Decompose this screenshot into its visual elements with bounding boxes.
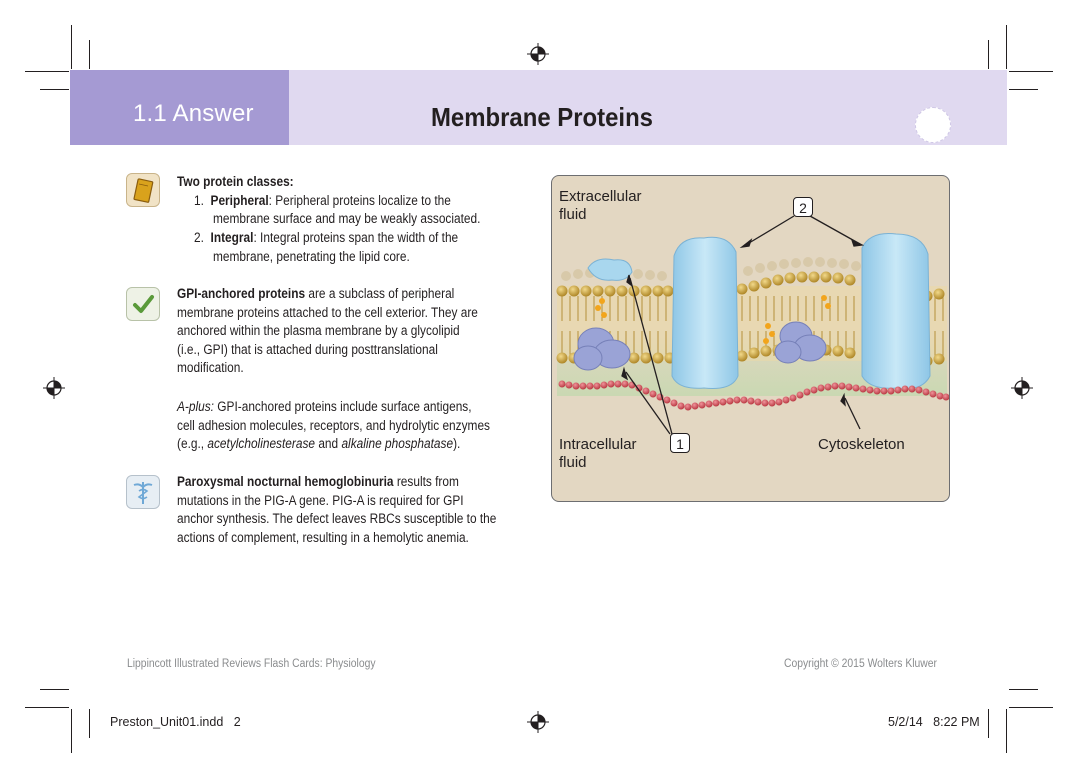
aplus-line: (e.g., acetylcholinesterase and alkaline… <box>177 435 490 454</box>
registration-mark-icon <box>1011 377 1033 399</box>
label-line: Extracellular <box>559 188 642 205</box>
checkmark-icon <box>126 287 160 321</box>
item-number: 2. <box>194 230 204 245</box>
crop-mark <box>988 40 989 69</box>
gpi-line: anchored within the plasma membrane by a… <box>177 323 460 339</box>
aplus-line: cell adhesion molecules, receptors, and … <box>177 417 491 433</box>
pnh-term: Paroxysmal nocturnal hemoglobinuria <box>177 474 394 489</box>
footer-source: Lippincott Illustrated Reviews Flash Car… <box>127 658 376 670</box>
item-text: : Peripheral proteins localize to the <box>268 193 451 208</box>
page-title: Membrane Proteins <box>431 102 653 132</box>
crop-mark <box>1009 71 1053 72</box>
gpi-line: (i.e., GPI) that is attached during post… <box>177 341 438 357</box>
gpi-line: modification. <box>177 360 244 376</box>
caduceus-icon <box>126 475 160 509</box>
gpi-text: are a subclass of peripheral <box>305 286 455 301</box>
membrane-illustration <box>556 215 949 435</box>
crop-mark <box>988 709 989 738</box>
aplus-label: A-plus: <box>177 399 214 414</box>
intracellular-label: Intracellular fluid <box>559 436 637 472</box>
crop-mark <box>1009 89 1038 90</box>
class-item-peripheral-cont: membrane surface and may be weakly assoc… <box>213 211 481 226</box>
pnh-line: actions of complement, resulting in a he… <box>177 529 469 545</box>
pnh-line: mutations in the PIG-A gene. PIG-A is re… <box>177 492 464 508</box>
card-punch-hole <box>915 107 951 143</box>
registration-mark-icon <box>527 711 549 733</box>
header-section-band <box>70 70 289 145</box>
crop-mark <box>1009 707 1053 708</box>
crop-mark <box>1009 689 1038 690</box>
slug-filename: Preston_Unit01.indd 2 <box>110 715 241 729</box>
cytoskeleton-label: Cytoskeleton <box>818 436 905 453</box>
aplus-text: GPI-anchored proteins include surface an… <box>213 399 472 414</box>
crop-mark <box>40 689 69 690</box>
enzyme-name: acetylcholinesterase <box>207 436 316 452</box>
aplus-line: A-plus: GPI-anchored proteins include su… <box>177 398 490 417</box>
item-term: Peripheral <box>210 193 269 208</box>
pnh-line: anchor synthesis. The defect leaves RBCs… <box>177 511 497 527</box>
gpi-paragraph: GPI-anchored proteins are a subclass of … <box>177 285 478 378</box>
item-number: 1. <box>194 193 204 208</box>
footer-copyright: Copyright © 2015 Wolters Kluwer <box>784 658 937 670</box>
membrane-figure: Extracellular fluid Intracellular fluid … <box>551 175 950 502</box>
crop-mark <box>89 709 90 738</box>
registration-mark-icon <box>43 377 65 399</box>
crop-mark <box>89 40 90 69</box>
marker-2: 2 <box>793 197 813 217</box>
extracellular-label: Extracellular fluid <box>559 188 642 224</box>
gpi-term: GPI-anchored proteins <box>177 286 306 301</box>
gpi-line: membrane proteins attached to the cell e… <box>177 304 478 320</box>
aplus-text: (e.g., <box>177 436 208 452</box>
section-number: 1.1 Answer <box>133 100 254 127</box>
header-title-band <box>289 70 1007 145</box>
crop-mark <box>71 25 72 69</box>
aplus-text: and <box>315 436 342 452</box>
pnh-paragraph: Paroxysmal nocturnal hemoglobinuria resu… <box>177 473 496 547</box>
crop-mark <box>1006 709 1007 753</box>
aplus-paragraph: A-plus: GPI-anchored proteins include su… <box>177 398 490 454</box>
registration-mark-icon <box>527 43 549 65</box>
label-line: Intracellular <box>559 436 637 453</box>
pnh-line: Paroxysmal nocturnal hemoglobinuria resu… <box>177 473 496 492</box>
item-term: Integral <box>210 230 254 245</box>
class-item-peripheral: 1. Peripheral: Peripheral proteins local… <box>194 192 451 211</box>
class-item-integral: 2. Integral: Integral proteins span the … <box>194 229 458 248</box>
slug-timestamp: 5/2/14 8:22 PM <box>888 715 980 729</box>
classes-heading: Two protein classes: <box>177 174 294 189</box>
pnh-text: results from <box>393 474 459 489</box>
crop-mark <box>1006 25 1007 69</box>
crop-mark <box>71 709 72 753</box>
gpi-line: GPI-anchored proteins are a subclass of … <box>177 285 478 304</box>
label-line: fluid <box>559 206 587 223</box>
item-text: : Integral proteins span the width of th… <box>253 230 459 245</box>
label-line: fluid <box>559 454 587 471</box>
crop-mark <box>40 89 69 90</box>
aplus-text: ). <box>453 436 461 452</box>
marker-1: 1 <box>670 433 690 453</box>
enzyme-name: alkaline phosphatase <box>341 436 454 452</box>
class-item-integral-cont: membrane, penetrating the lipid core. <box>213 249 410 264</box>
crop-mark <box>25 71 69 72</box>
card-icon <box>126 173 160 207</box>
crop-mark <box>25 707 69 708</box>
